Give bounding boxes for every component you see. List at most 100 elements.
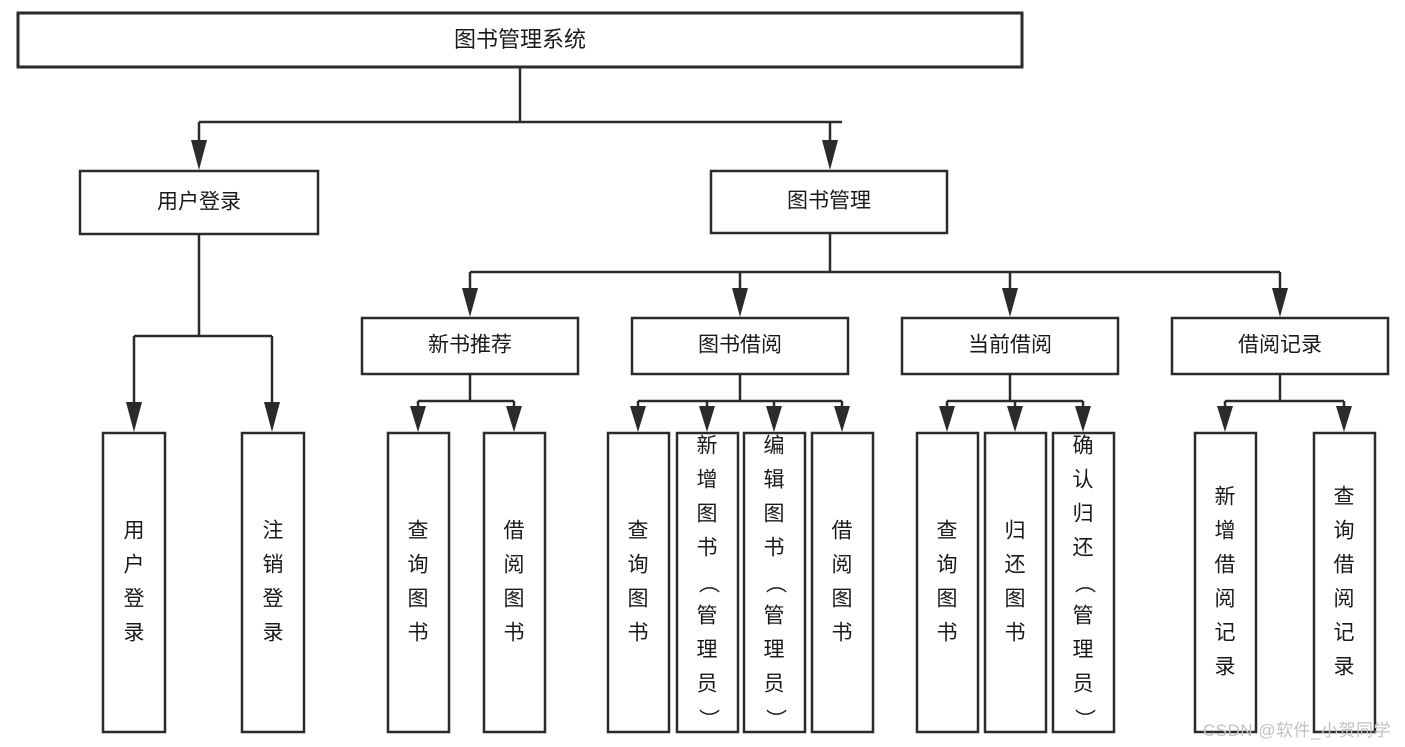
connector-group-book-management xyxy=(462,233,1288,317)
node-root-box[interactable] xyxy=(16,11,1024,69)
leaf-label-char: 理 xyxy=(764,639,785,662)
node-leaf-add-borrow-record-box[interactable] xyxy=(1193,431,1258,734)
arrow-head-leaf-query-book-current xyxy=(939,406,955,432)
node-new-book-recommend-label: 新书推荐 xyxy=(428,334,512,357)
node-leaf-query-book-borrow-box[interactable] xyxy=(606,431,671,734)
node-new-book-recommend-box[interactable] xyxy=(360,316,580,376)
arrow-head-user-login xyxy=(191,140,207,170)
node-leaf-add-book-box[interactable] xyxy=(675,431,740,734)
leaf-label-char: ） xyxy=(763,709,786,730)
leaf-label-char: 户 xyxy=(124,554,145,577)
leaf-label-char: 管 xyxy=(764,605,785,628)
node-leaf-borrow-book-recommend-box[interactable] xyxy=(482,431,547,734)
leaf-label-char: 录 xyxy=(1215,656,1236,679)
leaf-label-char: 查 xyxy=(937,520,958,543)
node-leaf-borrow-book-box[interactable] xyxy=(810,431,875,734)
leaf-label-char: ） xyxy=(696,709,719,730)
arrow-head-leaf-query-borrow-record xyxy=(1336,406,1352,432)
leaf-label-char: 用 xyxy=(124,520,145,543)
arrow-head-leaf-return-book xyxy=(1007,406,1023,432)
leaf-label-char: 询 xyxy=(628,554,649,577)
leaf-label-char: 图 xyxy=(1005,588,1026,611)
arrow-head-new-book-recommend xyxy=(462,288,478,317)
leaf-label-char: 确 xyxy=(1073,435,1094,458)
leaf-label-char: 图 xyxy=(832,588,853,611)
node-leaf-edit-book-box[interactable] xyxy=(742,431,807,734)
node-leaf-user-login-box[interactable] xyxy=(101,431,167,734)
node-borrow-record-box[interactable] xyxy=(1170,316,1390,376)
leaf-label-char: 借 xyxy=(832,520,853,543)
node-leaf-query-borrow-record-box[interactable] xyxy=(1312,431,1377,734)
node-new-book-recommend[interactable]: 新书推荐 xyxy=(360,316,580,376)
leaf-label-char: 员 xyxy=(764,673,785,696)
leaf-label-char: 图 xyxy=(937,588,958,611)
node-current-borrow[interactable]: 当前借阅 xyxy=(900,316,1120,376)
leaf-label-char: 录 xyxy=(124,622,145,645)
leaf-label-char: 归 xyxy=(1073,503,1094,526)
node-leaf-return-book-box[interactable] xyxy=(983,431,1048,734)
node-book-borrow[interactable]: 图书借阅 xyxy=(630,316,850,376)
node-borrow-record[interactable]: 借阅记录 xyxy=(1170,316,1390,376)
leaf-label-char: 还 xyxy=(1005,554,1026,577)
node-leaf-query-book-recommend-box[interactable] xyxy=(386,431,451,734)
node-book-borrow-box[interactable] xyxy=(630,316,850,376)
leaf-label-char: 查 xyxy=(1334,486,1355,509)
arrow-head-leaf-edit-book xyxy=(766,406,782,432)
node-book-management-box[interactable] xyxy=(709,169,949,235)
leaf-label-char: （ xyxy=(696,573,719,594)
leaf-label-char: 图 xyxy=(628,588,649,611)
connector-group-borrow-record xyxy=(1217,374,1352,432)
connector-group-current-borrow xyxy=(939,374,1091,432)
node-book-management[interactable]: 图书管理 xyxy=(709,169,949,235)
node-user-login-label: 用户登录 xyxy=(157,191,241,214)
node-root[interactable]: 图书管理系统 xyxy=(16,11,1024,69)
arrow-head-current-borrow xyxy=(1002,288,1018,317)
leaf-label-char: 书 xyxy=(628,622,649,645)
node-book-borrow-label: 图书借阅 xyxy=(698,334,782,357)
node-leaf-confirm-return-box[interactable] xyxy=(1051,431,1116,734)
node-leaf-user-login[interactable]: 用户登录 xyxy=(101,431,167,734)
node-current-borrow-box[interactable] xyxy=(900,316,1120,376)
arrow-head-borrow-record xyxy=(1272,288,1288,317)
connector-group-book-borrow xyxy=(630,374,850,432)
leaf-label-char: 认 xyxy=(1073,469,1094,492)
connector-group-root xyxy=(191,67,842,170)
leaf-label-char: （ xyxy=(1072,573,1095,594)
node-leaf-query-book-current-box[interactable] xyxy=(915,431,980,734)
leaf-label-char: 理 xyxy=(697,639,718,662)
arrow-head-leaf-borrow-book xyxy=(834,406,850,432)
leaf-label-char: 记 xyxy=(1334,622,1355,645)
leaf-label-char: 图 xyxy=(504,588,525,611)
leaf-label-char: 编 xyxy=(764,435,785,458)
leaf-label-char: 录 xyxy=(263,622,284,645)
leaf-label-char: 登 xyxy=(263,588,284,611)
node-user-login[interactable]: 用户登录 xyxy=(78,169,320,236)
connector-group-user-login xyxy=(126,234,280,432)
node-leaf-user-logout-box[interactable] xyxy=(240,431,306,734)
node-user-login-box[interactable] xyxy=(78,169,320,236)
arrow-head-book-management xyxy=(822,140,838,170)
leaf-label-char: 阅 xyxy=(832,554,853,577)
